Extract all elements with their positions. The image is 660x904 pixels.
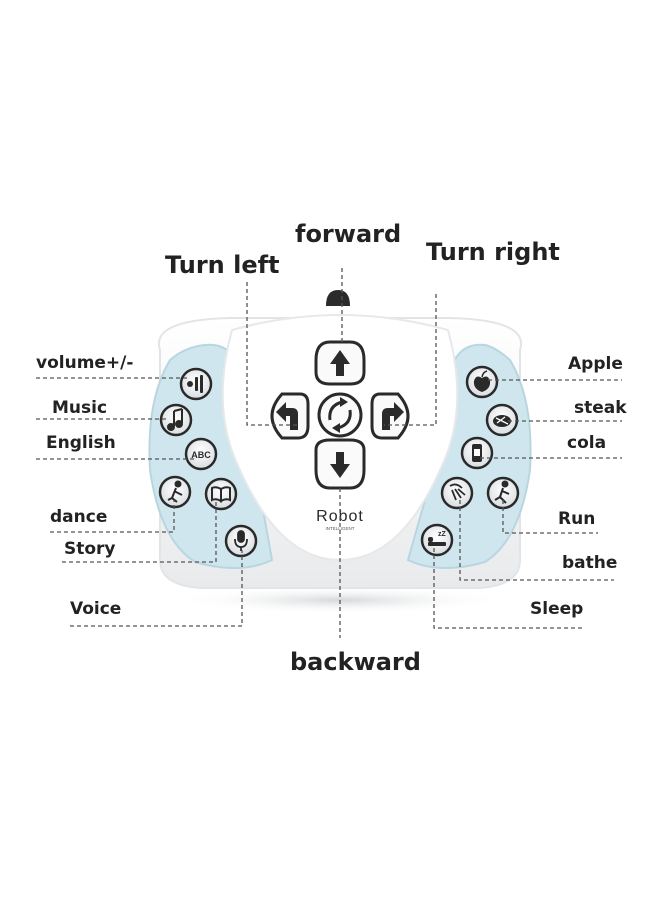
label-voice: Voice — [70, 599, 122, 619]
steak-icon — [493, 415, 511, 427]
turn-right-button[interactable] — [370, 392, 410, 440]
abc-icon: ABC — [191, 450, 211, 460]
cola-button[interactable] — [460, 436, 494, 470]
label-english: English — [46, 433, 116, 453]
story-button[interactable] — [204, 477, 238, 511]
dancer-icon — [167, 480, 183, 503]
microphone-icon — [234, 530, 248, 551]
label-story: Story — [64, 539, 116, 559]
cola-can-icon — [472, 444, 482, 462]
label-backward: backward — [290, 648, 421, 676]
label-dance: dance — [50, 507, 108, 527]
turn-left-arrow-icon — [276, 402, 298, 430]
label-sleep: Sleep — [530, 599, 584, 619]
svg-text:zZ: zZ — [438, 531, 447, 538]
bathe-button[interactable] — [440, 476, 474, 510]
shower-icon — [449, 483, 466, 501]
sleep-button[interactable]: zZ — [420, 523, 454, 557]
book-icon — [211, 486, 231, 503]
apple-icon — [473, 370, 491, 392]
turn-right-arrow-icon — [382, 402, 404, 430]
label-bathe: bathe — [562, 553, 618, 573]
center-section — [221, 314, 459, 562]
backward-button[interactable] — [314, 438, 366, 490]
label-turn-left: Turn left — [165, 251, 280, 279]
english-button[interactable]: ABC — [184, 437, 218, 471]
label-cola: cola — [567, 433, 607, 453]
sleep-icon: zZ — [428, 531, 447, 546]
voice-button[interactable] — [224, 524, 258, 558]
dance-button[interactable] — [158, 475, 192, 509]
label-turn-right: Turn right — [426, 238, 560, 266]
runner-icon — [494, 480, 510, 504]
rotate-button[interactable] — [317, 392, 363, 438]
speaker-icon — [187, 375, 203, 393]
steak-button[interactable] — [485, 403, 519, 437]
down-arrow-icon — [330, 452, 350, 478]
turn-left-button[interactable] — [270, 392, 310, 440]
label-steak: steak — [574, 398, 627, 418]
leader-lines — [36, 268, 622, 638]
forward-button[interactable] — [314, 340, 366, 386]
brand-subtitle: INTELLIGENT — [325, 526, 354, 531]
music-button[interactable] — [159, 403, 193, 437]
rotate-arrows-icon — [328, 400, 352, 430]
apple-button[interactable] — [465, 365, 499, 399]
antenna — [326, 290, 350, 306]
volume-button[interactable] — [179, 367, 213, 401]
label-run: Run — [558, 509, 596, 529]
label-music: Music — [52, 398, 108, 418]
music-note-icon — [167, 408, 183, 431]
label-forward: forward — [295, 220, 402, 248]
label-volume: volume+/- — [36, 353, 134, 373]
label-apple: Apple — [568, 354, 623, 374]
up-arrow-icon — [330, 350, 350, 376]
